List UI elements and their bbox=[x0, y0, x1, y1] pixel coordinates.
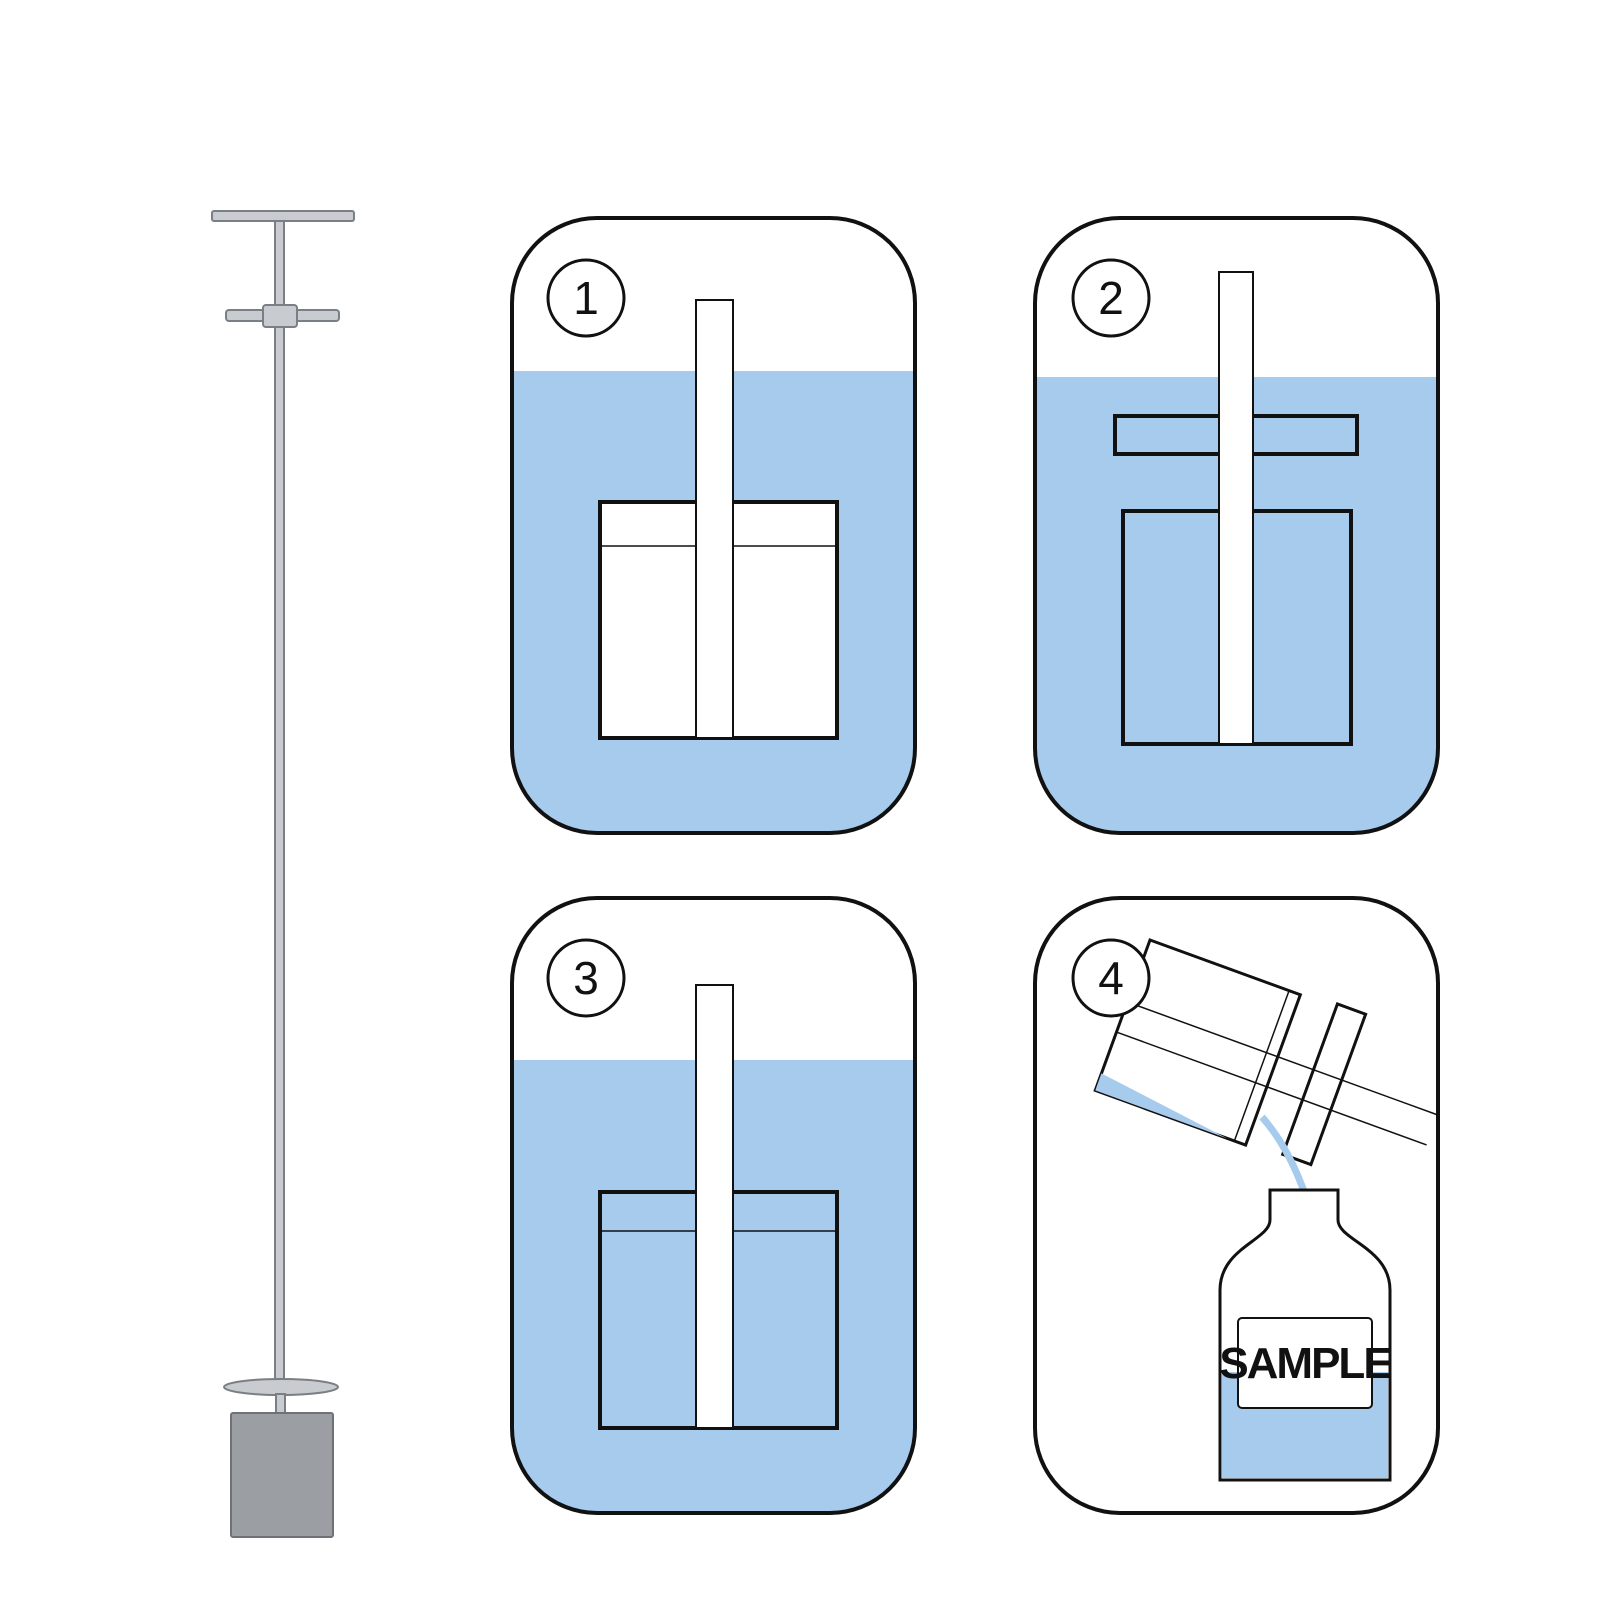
sampler-rod bbox=[695, 299, 734, 739]
tilted-lid bbox=[1280, 1002, 1368, 1167]
sampler-rod bbox=[695, 984, 734, 1429]
step-3-number: 3 bbox=[573, 952, 599, 1004]
step-1-panel: 1 bbox=[510, 216, 917, 835]
step-4-number: 4 bbox=[1098, 952, 1124, 1004]
step-3-number-circle bbox=[546, 938, 626, 1018]
step-2-panel: 2 bbox=[1033, 216, 1440, 835]
step-4-panel: SAMPLE 4 bbox=[1033, 896, 1440, 1515]
tool-collar bbox=[262, 304, 298, 328]
step-3-panel: 3 bbox=[510, 896, 917, 1515]
tool-weight bbox=[230, 1412, 334, 1538]
tool-upper-stem bbox=[274, 220, 285, 312]
bottle-label bbox=[1237, 1317, 1373, 1409]
panel-frame bbox=[510, 896, 917, 1515]
bottle-label-text: SAMPLE bbox=[1219, 1339, 1391, 1388]
tool-neck bbox=[275, 1393, 286, 1415]
step-2-number: 2 bbox=[1098, 272, 1124, 324]
tool-top-handle bbox=[211, 210, 355, 222]
cup-lid-line bbox=[1233, 990, 1290, 1142]
step-1-number: 1 bbox=[573, 272, 599, 324]
tool-shaft bbox=[274, 326, 285, 1380]
step-4-number-circle bbox=[1071, 938, 1151, 1018]
panel-frame bbox=[510, 216, 917, 835]
sampler-rod bbox=[1218, 271, 1254, 745]
panel-frame bbox=[1033, 216, 1440, 835]
rod-line bbox=[1116, 1031, 1427, 1146]
rod-line bbox=[1127, 1001, 1438, 1116]
tool-disc bbox=[223, 1378, 339, 1396]
sample-bottle: SAMPLE bbox=[1218, 1188, 1393, 1482]
cup-water bbox=[1095, 1073, 1227, 1139]
step-2-number-circle bbox=[1071, 258, 1151, 338]
sampling-tool bbox=[211, 210, 355, 1538]
step-1-number-circle bbox=[546, 258, 626, 338]
